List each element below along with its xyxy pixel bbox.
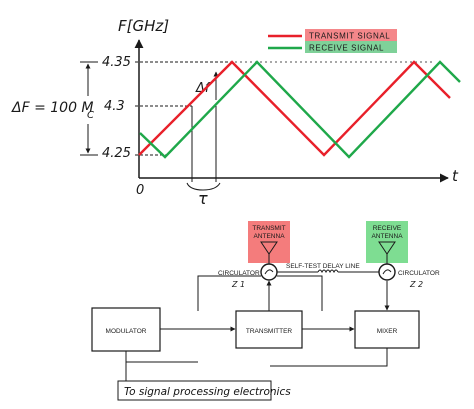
circulator-z1-label-2: Z 1 — [231, 280, 245, 289]
transmit-antenna-icon — [260, 241, 278, 264]
circulator-z1-label-1: CIRCULATOR — [218, 270, 260, 277]
tick-4-25: 4.25 — [102, 146, 131, 161]
modulator-box — [91, 307, 161, 352]
circulator-z2-label-2: Z 2 — [409, 280, 423, 289]
mixer-label: MIXER — [377, 328, 398, 335]
signal-processing-box — [117, 380, 272, 401]
legend: TRANSMIT SIGNAL RECEIVE SIGNAL — [268, 29, 397, 53]
receive-antenna-label-2: ANTENNA — [371, 233, 403, 240]
legend-receive-box — [305, 41, 397, 53]
receive-antenna-label-1: RECEIVE — [373, 225, 402, 232]
receive-signal-line — [139, 60, 461, 159]
circulator-z2-icon — [378, 263, 396, 281]
delay-line-label: SELF-TEST DELAY LINE — [286, 263, 360, 270]
signal-processing-label: To signal processing electronics — [124, 386, 291, 398]
transmit-antenna-label-1: TRANSMIT — [252, 225, 285, 232]
x-axis-label: t — [452, 167, 459, 185]
legend-transmit-box — [305, 29, 397, 41]
legend-receive-text: RECEIVE SIGNAL — [309, 44, 384, 53]
delta-F-subscript: C — [87, 110, 94, 121]
transmit-antenna-label-2: ANTENNA — [253, 233, 285, 240]
wire-modulator-out — [125, 351, 198, 363]
tick-4-3: 4.3 — [104, 99, 125, 114]
frequency-graph: F[GHz] t 0 4.35 4.3 4.25 Δf ΔF = 100 M C… — [11, 17, 461, 208]
circulator-z1-icon — [260, 263, 278, 281]
origin-label: 0 — [136, 183, 144, 198]
transmitter-box — [235, 310, 303, 349]
transmitter-label: TRANSMITTER — [246, 328, 293, 335]
receive-antenna-icon — [378, 241, 396, 264]
wire-z1-feed — [197, 275, 261, 311]
delta-F-label: ΔF = 100 M — [11, 100, 94, 116]
y-axis-title: F[GHz] — [118, 17, 169, 35]
wire-z1-coupling — [277, 275, 323, 311]
legend-transmit-text: TRANSMIT SIGNAL — [309, 32, 390, 41]
wire-mixer-out — [270, 348, 388, 367]
transmit-signal-line — [138, 60, 451, 157]
tick-4-35: 4.35 — [102, 55, 131, 70]
block-diagram: TRANSMIT ANTENNA RECEIVE ANTENNA CIRCULA… — [91, 221, 440, 401]
circulator-z2-label-1: CIRCULATOR — [398, 270, 440, 277]
mixer-box — [354, 310, 420, 349]
circulator-z2-arrow — [382, 269, 392, 275]
tau-brace — [186, 182, 221, 191]
delay-line-coil — [317, 269, 339, 274]
tau-label: τ — [198, 189, 208, 208]
modulator-label: MODULATOR — [106, 328, 147, 335]
circulator-z1-arrow — [264, 269, 274, 275]
